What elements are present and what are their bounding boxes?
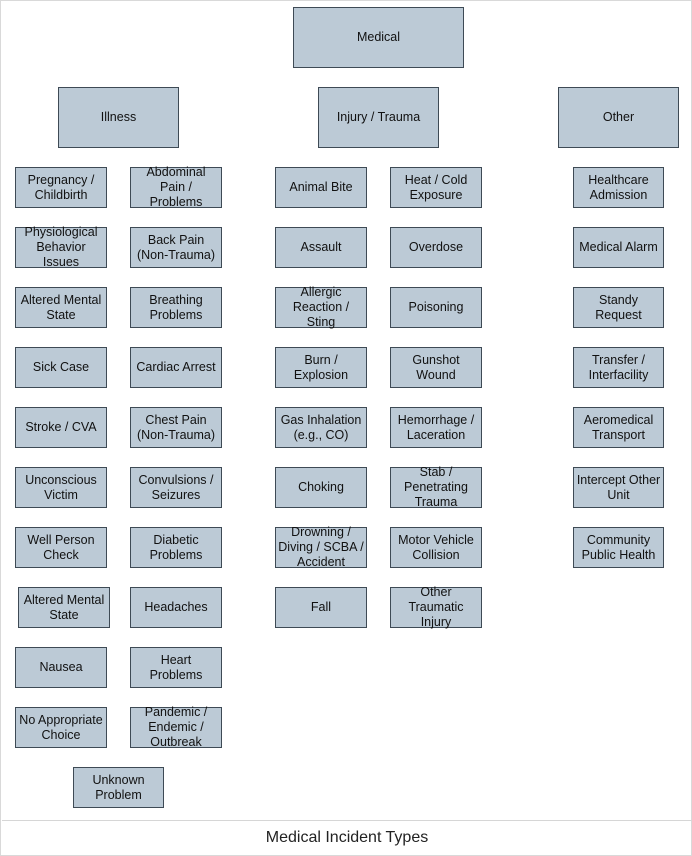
category-node-other: Other: [558, 87, 679, 148]
injury-node-gas-inhalation-e-g-co: Gas Inhalation (e.g., CO): [275, 407, 367, 448]
other-node-standy-request: Standy Request: [573, 287, 664, 328]
other-node-intercept-other-unit: Intercept Other Unit: [573, 467, 664, 508]
injury-node-burn-explosion: Burn / Explosion: [275, 347, 367, 388]
other-node-community-public-health: Community Public Health: [573, 527, 664, 568]
illness-node-nausea: Nausea: [15, 647, 107, 688]
injury-node-motor-vehicle-collision: Motor Vehicle Collision: [390, 527, 482, 568]
illness-node-headaches: Headaches: [130, 587, 222, 628]
illness-node-convulsions-seizures: Convulsions / Seizures: [130, 467, 222, 508]
injury-node-stab-penetrating-trauma: Stab / Penetrating Trauma: [390, 465, 482, 509]
illness-node-well-person-check: Well Person Check: [15, 527, 107, 568]
injury-node-poisoning: Poisoning: [390, 287, 482, 328]
illness-node-pregnancy-childbirth: Pregnancy / Childbirth: [15, 167, 107, 208]
injury-node-overdose: Overdose: [390, 227, 482, 268]
injury-node-heat-cold-exposure: Heat / Cold Exposure: [390, 167, 482, 208]
injury-node-allergic-reaction-sting: Allergic Reaction / Sting: [275, 285, 367, 329]
illness-node-unconscious-victim: Unconscious Victim: [15, 467, 107, 508]
root-node-medical: Medical: [293, 7, 464, 68]
category-node-illness: Illness: [58, 87, 179, 148]
illness-node-cardiac-arrest: Cardiac Arrest: [130, 347, 222, 388]
diagram-caption: Medical Incident Types: [265, 829, 429, 846]
illness-node-altered-mental-state: Altered Mental State: [15, 287, 107, 328]
illness-node-abdominal-pain-problems: Abdominal Pain / Problems: [130, 165, 222, 209]
injury-node-fall: Fall: [275, 587, 367, 628]
illness-node-altered-mental-state: Altered Mental State: [18, 587, 110, 628]
caption-divider: [2, 820, 692, 821]
injury-node-other-traumatic-injury: Other Traumatic Injury: [390, 585, 482, 629]
injury-node-hemorrhage-laceration: Hemorrhage / Laceration: [390, 407, 482, 448]
illness-node-back-pain-non-trauma: Back Pain (Non-Trauma): [130, 227, 222, 268]
illness-node-diabetic-problems: Diabetic Problems: [130, 527, 222, 568]
illness-node-pandemic-endemic-outbreak: Pandemic / Endemic / Outbreak: [130, 705, 222, 749]
injury-node-assault: Assault: [275, 227, 367, 268]
other-node-aeromedical-transport: Aeromedical Transport: [573, 407, 664, 448]
other-node-healthcare-admission: Healthcare Admission: [573, 167, 664, 208]
category-node-injury-trauma: Injury / Trauma: [318, 87, 439, 148]
injury-node-drowning-diving-scba-accident: Drowning / Diving / SCBA / Accident: [275, 525, 367, 569]
illness-node-chest-pain-non-trauma: Chest Pain (Non-Trauma): [130, 407, 222, 448]
injury-node-gunshot-wound: Gunshot Wound: [390, 347, 482, 388]
other-node-transfer-interfacility: Transfer / Interfacility: [573, 347, 664, 388]
illness-node-physiological-behavior-issues: Physiological Behavior Issues: [15, 225, 107, 269]
illness-node-stroke-cva: Stroke / CVA: [15, 407, 107, 448]
illness-node-heart-problems: Heart Problems: [130, 647, 222, 688]
illness-node-no-appropriate-choice: No Appropriate Choice: [15, 707, 107, 748]
injury-node-choking: Choking: [275, 467, 367, 508]
illness-node-unknown-problem: Unknown Problem: [73, 767, 164, 808]
illness-node-sick-case: Sick Case: [15, 347, 107, 388]
illness-node-breathing-problems: Breathing Problems: [130, 287, 222, 328]
other-node-medical-alarm: Medical Alarm: [573, 227, 664, 268]
injury-node-animal-bite: Animal Bite: [275, 167, 367, 208]
